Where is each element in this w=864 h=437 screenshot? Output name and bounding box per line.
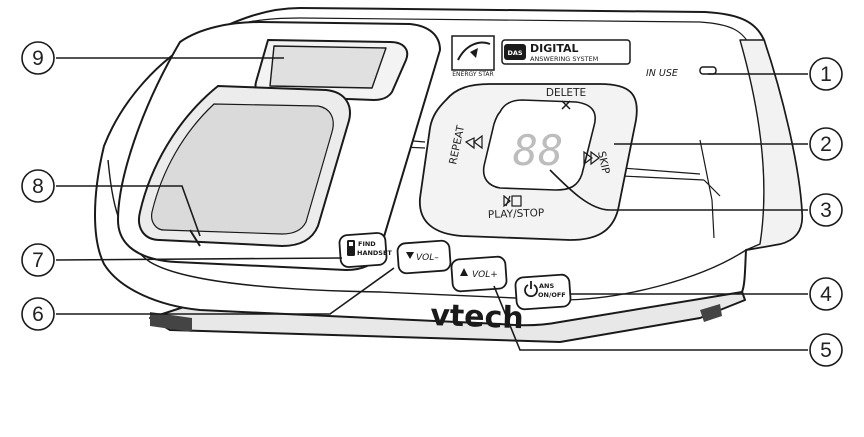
delete-label: DELETE: [546, 87, 586, 99]
digital-text: DIGITAL: [530, 42, 579, 55]
callout-9-number: 9: [32, 47, 44, 70]
seam-right: [621, 167, 701, 175]
digital-badge: DAS DIGITAL ANSWERING SYSTEM: [501, 39, 631, 65]
on-off-label: ON/OFF: [538, 291, 566, 299]
callout-5-number: 5: [820, 339, 832, 362]
find-handset-button[interactable]: FIND HANDSET: [338, 232, 392, 268]
volume-down-button[interactable]: VOL–: [396, 239, 452, 275]
leader-lines: [55, 57, 808, 351]
energy-star-logo: ENERGY STAR: [451, 35, 495, 78]
handset-cradle: [117, 21, 441, 271]
callout-1: 1: [809, 57, 843, 91]
seam-right2: [621, 175, 705, 181]
leader-5: [493, 285, 808, 351]
callout-5: 5: [809, 333, 843, 367]
callout-8-number: 8: [32, 175, 44, 198]
repeat-icon[interactable]: [464, 134, 483, 150]
in-use-led: [699, 66, 717, 75]
logo-area: ENERGY STAR DAS DIGITAL ANSWERING SYSTEM: [451, 35, 631, 78]
find-label: FIND: [358, 240, 376, 248]
play-stop-label: PLAY/STOP: [488, 207, 545, 221]
callout-7-number: 7: [32, 249, 44, 272]
foot-left: [150, 312, 192, 332]
in-use-label: IN USE: [646, 68, 678, 79]
callout-6: 6: [21, 297, 55, 331]
vol-up-label: VOL+: [472, 270, 498, 280]
callout-4: 4: [809, 277, 843, 311]
callout-4-number: 4: [820, 283, 832, 306]
ans-label: ANS: [539, 282, 554, 290]
leader-7: [55, 257, 343, 261]
power-icon: [524, 281, 538, 298]
callout-3-number: 3: [820, 199, 832, 222]
charge-contact: [189, 229, 201, 247]
play-stop-icon[interactable]: [503, 194, 522, 208]
side-edge: [699, 139, 715, 239]
answer-on-off-button[interactable]: ANS ON/OFF: [514, 273, 572, 311]
answering-system-text: ANSWERING SYSTEM: [530, 55, 598, 63]
callout-6-number: 6: [32, 303, 44, 326]
volume-up-button[interactable]: VOL+: [450, 255, 508, 293]
vol-down-label: VOL–: [416, 253, 439, 263]
delete-x-icon[interactable]: [561, 100, 571, 110]
find-handset-icon: [347, 240, 355, 256]
callout-2: 2: [809, 127, 843, 161]
leader-6: [56, 267, 395, 315]
leader-3: [549, 169, 808, 211]
lower-pocket-inner: [151, 103, 334, 235]
callout-3: 3: [809, 193, 843, 227]
foot-right: [700, 304, 722, 322]
leader-8: [56, 185, 201, 237]
callout-8: 8: [21, 169, 55, 203]
up-arrow-icon: [460, 268, 468, 276]
callout-7: 7: [21, 243, 55, 277]
energy-star-text: ENERGY STAR: [452, 71, 493, 78]
display-window: [482, 99, 596, 191]
control-panel: 88 DELETE REPEAT SKIP PLAY/STOP: [419, 83, 638, 241]
callout-1-number: 1: [820, 63, 832, 86]
earpiece-recess: [269, 45, 387, 89]
vtech-logo: vtech: [430, 298, 525, 336]
badge-icon: DAS: [507, 49, 522, 57]
down-arrow-icon: [406, 252, 414, 259]
skip-label: SKIP: [595, 150, 612, 175]
callout-9: 9: [21, 41, 55, 75]
message-counter-display: 88: [513, 126, 564, 175]
callout-2-number: 2: [820, 133, 832, 156]
right-side: [739, 39, 803, 251]
skip-icon[interactable]: [583, 150, 600, 166]
handset-label: HANDSET: [357, 249, 392, 257]
side-edge2: [703, 179, 721, 197]
